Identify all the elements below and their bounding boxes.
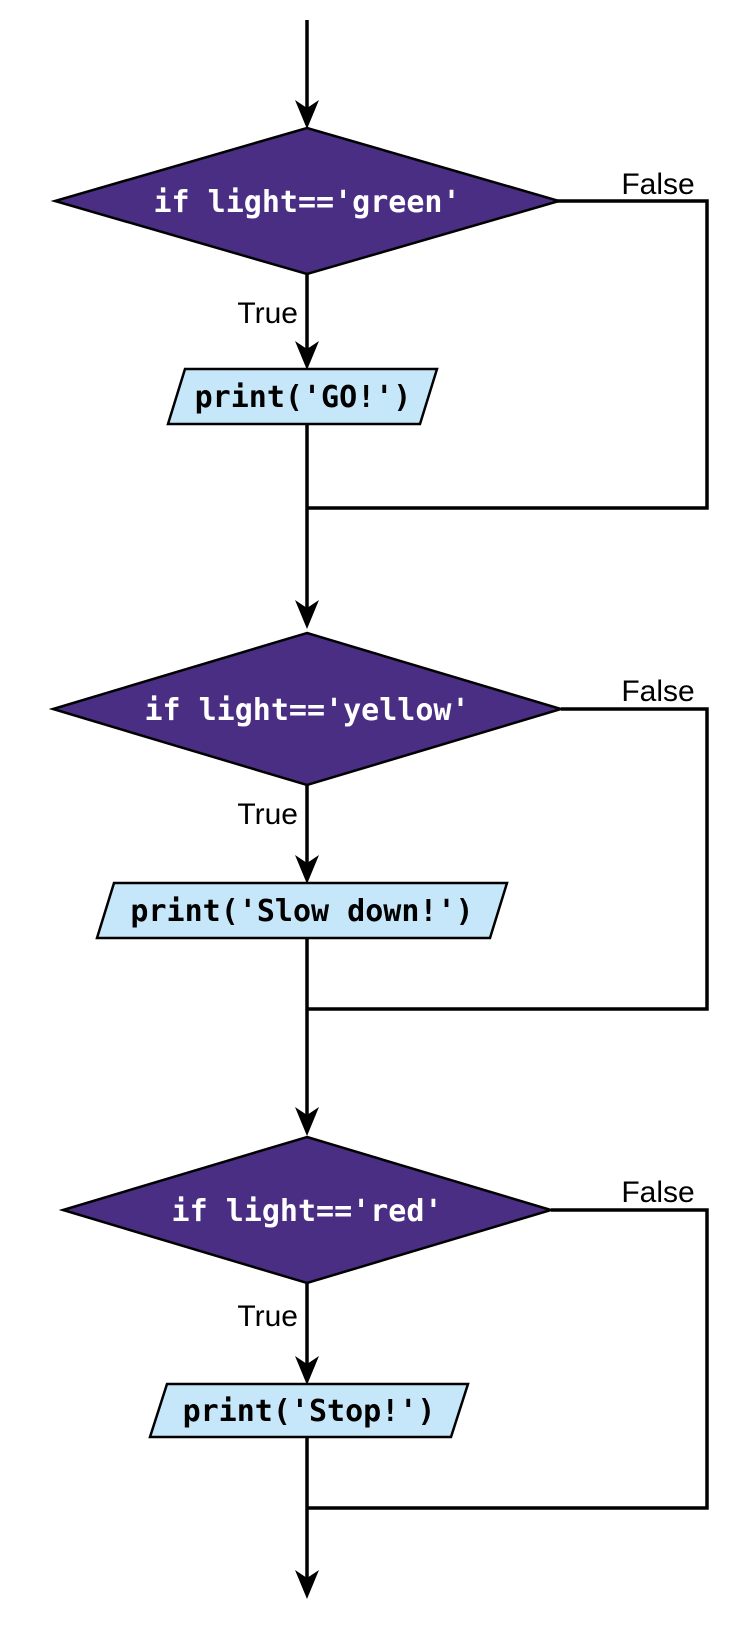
true-label-3: True [237, 1300, 298, 1333]
output-parallelogram-stop [148, 1382, 470, 1439]
false-label-1: False [621, 168, 694, 201]
output-parallelogram-go [166, 367, 439, 426]
condition-text-yellow: if light=='yellow' [144, 693, 469, 728]
exit-arrow-head-icon [295, 1570, 319, 1599]
output-parallelogram-slow-down [95, 881, 509, 940]
output-text-go: print('GO!') [195, 380, 412, 415]
true-arrow-head-3-icon [295, 1356, 319, 1385]
false-path-3 [307, 1208, 709, 1510]
false-path-1 [307, 199, 709, 510]
true-arrow-head-1-icon [295, 341, 319, 370]
condition-text-red: if light=='red' [172, 1194, 443, 1229]
false-label-2: False [621, 675, 694, 708]
true-label-2: True [237, 798, 298, 831]
true-arrow-head-2-icon [295, 855, 319, 884]
condition-text-green: if light=='green' [153, 185, 460, 220]
entry-arrow-head-icon [295, 100, 319, 129]
output-text-stop: print('Stop!') [183, 1394, 436, 1429]
junction-arrow-head-1-icon [295, 600, 319, 629]
true-label-1: True [237, 297, 298, 330]
output-text-slow-down: print('Slow down!') [130, 894, 473, 929]
false-label-3: False [621, 1176, 694, 1209]
false-path-2 [307, 707, 709, 1011]
junction-arrow-head-2-icon [295, 1107, 319, 1136]
